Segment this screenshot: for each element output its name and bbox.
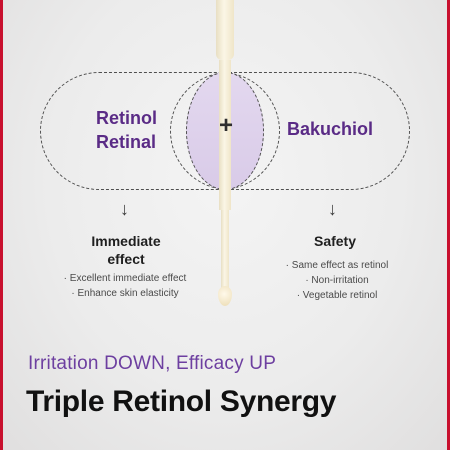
list-item: · Vegetable retinol bbox=[296, 290, 378, 301]
ingredient-bakuchiol: Bakuchiol bbox=[287, 119, 374, 139]
plus-sign: + bbox=[218, 112, 233, 139]
title-line: effect bbox=[107, 251, 145, 267]
left-ingredients: Retinol Retinal bbox=[96, 106, 176, 154]
frame-edge-right bbox=[447, 0, 450, 450]
left-capsule-outline bbox=[40, 72, 280, 190]
immediate-effect-list: · Excellent immediate effect · Enhance s… bbox=[40, 271, 210, 301]
ingredient-retinal: Retinal bbox=[96, 132, 157, 152]
dropper-tip bbox=[221, 210, 229, 300]
dropper-body bbox=[219, 60, 231, 210]
list-item: · Enhance skin elasticity bbox=[71, 288, 179, 299]
headline: Triple Retinol Synergy bbox=[26, 385, 337, 418]
down-arrow-icon: ↓ bbox=[120, 199, 129, 219]
list-item: · Same effect as retinol bbox=[285, 260, 389, 271]
list-item: · Non-irritation bbox=[305, 275, 369, 286]
dropper-top bbox=[216, 0, 234, 60]
frame-edge-left bbox=[0, 0, 3, 450]
ingredient-retinol: Retinol bbox=[96, 108, 157, 128]
right-capsule-outline bbox=[170, 72, 410, 190]
safety-list: · Same effect as retinol · Non-irritatio… bbox=[262, 258, 412, 303]
tagline: Irritation DOWN, Efficacy UP bbox=[28, 353, 277, 374]
down-arrow-icon: ↓ bbox=[328, 199, 337, 219]
serum-drop bbox=[218, 286, 232, 306]
title-line: Immediate bbox=[91, 233, 161, 249]
immediate-effect-title: Immediate effect bbox=[76, 232, 176, 268]
list-item: · Excellent immediate effect bbox=[63, 273, 187, 284]
safety-title: Safety bbox=[313, 233, 357, 249]
